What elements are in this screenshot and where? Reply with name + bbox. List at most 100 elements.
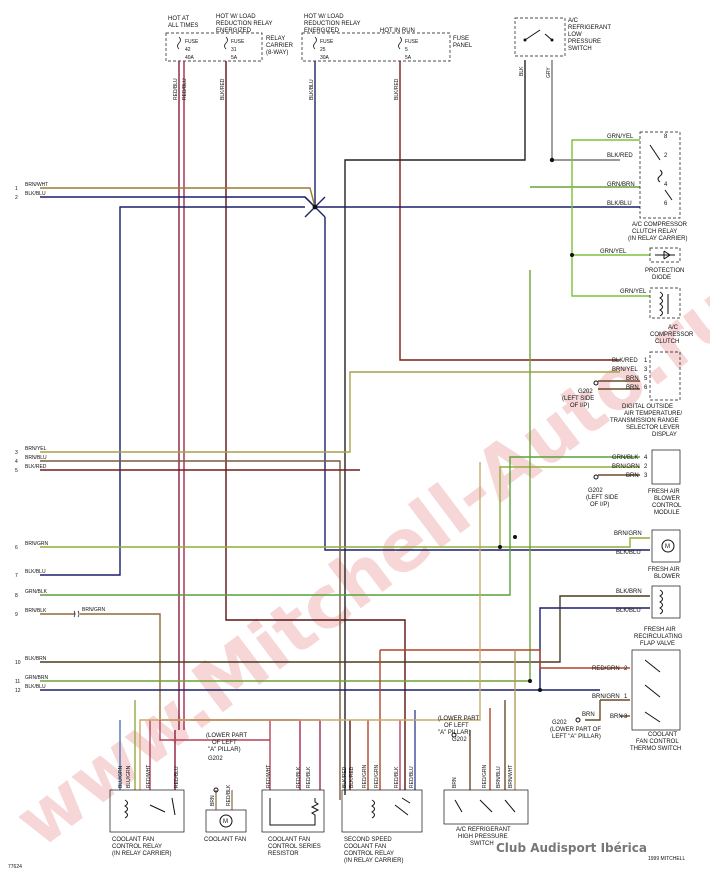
terminal-wire-8: GRN/BLK: [25, 589, 48, 595]
svg-text:MODULE: MODULE: [654, 510, 680, 516]
thermo-switch: RED/GRN 2 BRN/GRN 1 BRN 3 BRN G202 (LOWE…: [550, 649, 681, 752]
svg-text:OF LEFT: OF LEFT: [444, 723, 469, 729]
terminal-num-1: 1: [15, 186, 18, 192]
figure-id: 77624: [8, 864, 22, 870]
svg-text:BLK/BLU: BLK/BLU: [616, 608, 641, 614]
hot-at-all-times-1: HOT AT: [168, 16, 189, 22]
svg-text:3: 3: [644, 473, 648, 479]
svg-text:SWITCH: SWITCH: [568, 46, 592, 52]
terminal-wire-6: BRN/GRN: [25, 541, 48, 547]
svg-text:1: 1: [644, 358, 648, 364]
svg-text:FRESH AIR: FRESH AIR: [648, 567, 680, 573]
svg-text:6: 6: [664, 201, 668, 207]
svg-text:"A" PILLAR): "A" PILLAR): [208, 747, 241, 753]
fuse-4-label: FUSE: [405, 39, 419, 45]
svg-text:2: 2: [644, 464, 648, 470]
motor-icon: M: [665, 544, 670, 550]
fresh-air-blower: M BRN/GRN BLK/BLU FRESH AIR BLOWER: [614, 529, 681, 580]
svg-text:BRN: BRN: [452, 777, 458, 788]
terminal-wire-12: BLK/BLU: [25, 684, 46, 690]
svg-text:(LEFT SIDE: (LEFT SIDE: [586, 495, 618, 501]
terminal-wire-9: BRN/BLK: [25, 608, 47, 614]
terminal-wire-1: BRN/WHT: [25, 182, 48, 188]
svg-text:A/C COMPRESSOR: A/C COMPRESSOR: [632, 222, 688, 228]
svg-text:2: 2: [624, 666, 628, 672]
fuse-symbols: [177, 36, 402, 50]
svg-text:BLK/RED: BLK/RED: [607, 153, 633, 159]
club-watermark: Club Audisport Ibérica: [496, 841, 647, 855]
svg-text:BLK/BLU: BLK/BLU: [607, 201, 632, 207]
svg-text:G202: G202: [588, 488, 603, 494]
svg-text:3: 3: [624, 714, 628, 720]
hot-w-load-a-3: ENERGIZED: [216, 28, 252, 34]
fuse-panel-1: FUSE: [453, 36, 469, 42]
svg-text:COOLANT FAN: COOLANT FAN: [344, 844, 386, 850]
svg-text:3: 3: [644, 367, 648, 373]
fuse-3-label: FUSE: [320, 39, 334, 45]
svg-text:G202: G202: [552, 720, 567, 726]
vertical-labels: RED/BLU RED/BLU BLK/RED BLK/BLU BLK/RED …: [173, 66, 552, 100]
svg-text:BRN: BRN: [610, 714, 623, 720]
svg-text:CLUTCH: CLUTCH: [655, 339, 679, 345]
svg-text:(LOWER PART OF: (LOWER PART OF: [550, 727, 601, 733]
svg-text:BRN/YEL: BRN/YEL: [612, 367, 638, 373]
svg-text:(IN RELAY CARRIER): (IN RELAY CARRIER): [344, 858, 403, 864]
svg-text:BRN/WHT: BRN/WHT: [508, 765, 514, 788]
svg-text:A/C: A/C: [668, 325, 679, 331]
vlabel-blk-red-2: BLK/RED: [394, 78, 400, 100]
fuse-panel: [165, 32, 451, 62]
svg-text:CLUTCH RELAY: CLUTCH RELAY: [632, 229, 677, 235]
svg-text:RED/BLK: RED/BLK: [306, 766, 312, 788]
svg-text:SELECTOR LEVER: SELECTOR LEVER: [626, 425, 680, 431]
svg-text:GRN/YEL: GRN/YEL: [607, 134, 634, 140]
svg-text:OF I/P): OF I/P): [570, 403, 589, 409]
svg-text:GRN/YEL: GRN/YEL: [620, 289, 647, 295]
svg-text:TRANSMISSION RANGE: TRANSMISSION RANGE: [610, 418, 679, 424]
svg-text:RED/BLK: RED/BLK: [226, 784, 232, 806]
svg-text:(LOWER PART: (LOWER PART: [206, 733, 247, 739]
hot-in-run: HOT IN RUN: [380, 28, 415, 34]
svg-text:6: 6: [644, 385, 648, 391]
compressor-clutch: GRN/YEL A/C COMPRESSOR CLUTCH: [620, 287, 694, 345]
terminal-num-10: 10: [15, 660, 21, 666]
watermark-text: www.Mitchell-Auto.ru: [0, 267, 710, 864]
flap-valve: BLK/BRN BLK/BLU FRESH AIR RECIRCULATING …: [616, 585, 683, 647]
svg-text:CONTROL SERIES: CONTROL SERIES: [268, 844, 321, 850]
brn-grn-9-label: BRN/GRN: [82, 607, 105, 613]
vlabel-blk-blu: BLK/BLU: [309, 79, 315, 100]
svg-text:FRESH AIR: FRESH AIR: [648, 489, 680, 495]
vlabel-blk-red: BLK/RED: [220, 78, 226, 100]
connector-break-icon: [73, 610, 80, 618]
svg-text:G202: G202: [452, 737, 467, 743]
svg-text:RED/WHT: RED/WHT: [266, 765, 272, 788]
svg-text:RESISTOR: RESISTOR: [268, 851, 299, 857]
protection-diode: GRN/YEL PROTECTION DIODE: [600, 247, 684, 281]
svg-text:2: 2: [664, 153, 668, 159]
svg-text:BLU/GRN: BLU/GRN: [126, 765, 132, 788]
terminal-wire-2: BLK/BLU: [25, 191, 46, 197]
svg-text:A/C: A/C: [568, 18, 579, 24]
svg-text:COOLANT FAN: COOLANT FAN: [204, 837, 246, 843]
terminal-wire-10: BLK/BRN: [25, 656, 47, 662]
terminal-wire-11: GRN/BRN: [25, 675, 48, 681]
fuse-2-num: 31: [231, 47, 237, 53]
coolant-fan-control-relay: BLU/GRN BLU/GRN RED/WHT RED/BLU COOLANT …: [109, 765, 185, 857]
fuse-panel-2: PANEL: [453, 43, 473, 49]
vlabel-blk: BLK: [519, 66, 525, 76]
svg-text:BRN/GRN: BRN/GRN: [614, 531, 642, 537]
vlabel-red-blu-2: RED/BLU: [182, 78, 188, 100]
fan-motor-icon: M: [223, 819, 228, 825]
ac-high-pressure-switch: (LOWER PART OF LEFT "A" PILLAR) G202 BRN…: [438, 716, 529, 847]
left-terminals: 1BRN/WHT2BLK/BLU3BRN/YEL4BRN/BLU5BLK/RED…: [15, 182, 48, 694]
fuse-1-label: FUSE: [185, 39, 199, 45]
svg-text:BRN: BRN: [210, 795, 216, 806]
second-speed-relay: BLK/RED BLK/RED RED/GRN RED/GRN RED/BLK …: [341, 765, 423, 864]
svg-text:RED/BLU: RED/BLU: [174, 766, 180, 788]
svg-text:AIR TEMPERATURE/: AIR TEMPERATURE/: [624, 411, 682, 417]
svg-text:FAN CONTROL: FAN CONTROL: [636, 739, 679, 745]
hot-w-load-b-1: HOT W/ LOAD: [304, 14, 344, 20]
terminal-num-2: 2: [15, 195, 18, 201]
terminal-num-11: 11: [15, 679, 20, 685]
svg-text:BRN/GRN: BRN/GRN: [592, 694, 620, 700]
